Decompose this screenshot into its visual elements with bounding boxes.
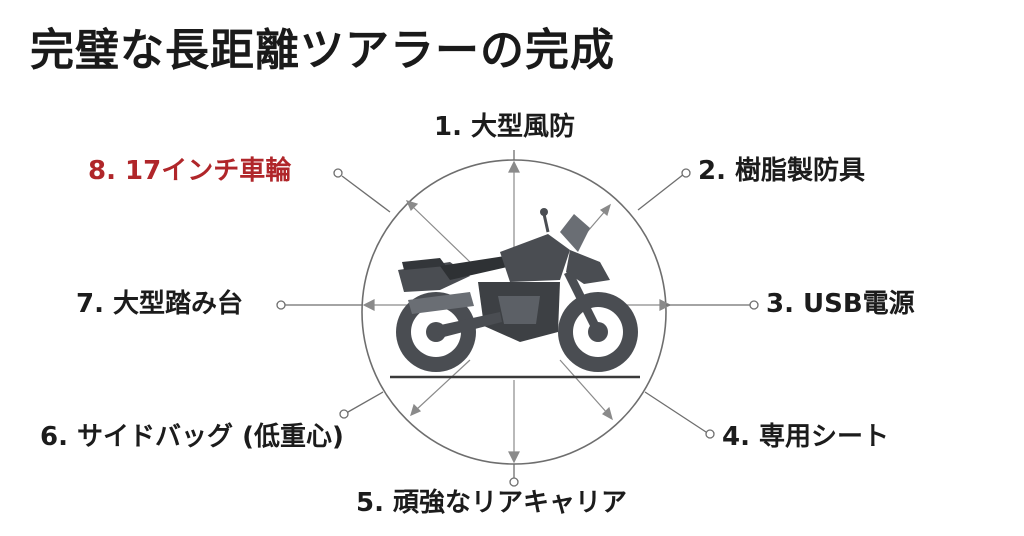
adventure-motorcycle-icon [390, 208, 640, 379]
feature-label-4: 4. 専用シート [722, 422, 890, 452]
feature-label-6: 6. サイドバッグ (低重心) [40, 422, 344, 452]
feature-label-8: 8. 17インチ車輪 [88, 156, 292, 186]
feature-label-7: 7. 大型踏み台 [76, 289, 244, 319]
page-title: 完璧な長距離ツアラーの完成 [30, 25, 615, 76]
connectors [276, 150, 759, 487]
feature-label-1: 1. 大型風防 [434, 112, 576, 142]
feature-label-2: 2. 樹脂製防具 [698, 156, 866, 186]
feature-label-3: 3. USB電源 [766, 289, 915, 319]
feature-label-5: 5. 頑強なリアキャリア [356, 488, 628, 518]
